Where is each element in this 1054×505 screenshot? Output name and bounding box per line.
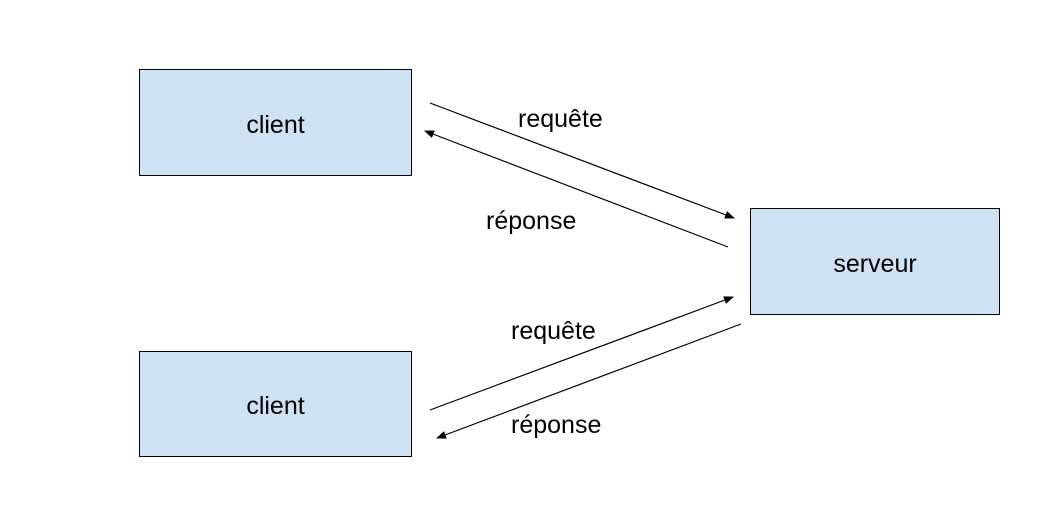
client-bottom-label: client [246, 392, 304, 420]
client-bottom-box [139, 351, 412, 457]
server-node: serveur [750, 208, 1000, 315]
response-top-label: réponse [486, 207, 576, 235]
client-top-box [139, 69, 412, 176]
request-top-label: requête [518, 105, 603, 133]
response-bottom-label: réponse [511, 411, 601, 439]
request-bottom-label: requête [511, 317, 596, 345]
client-top-label: client [246, 111, 304, 139]
response-top-arrow [424, 130, 729, 248]
client-top-node: client [139, 69, 412, 176]
request-top-arrow [429, 102, 735, 219]
server-label: serveur [833, 250, 916, 278]
server-box [750, 208, 1000, 315]
response-bottom-arrow [436, 323, 742, 439]
request-bottom-arrow [429, 296, 734, 411]
client-bottom-node: client [139, 351, 412, 457]
